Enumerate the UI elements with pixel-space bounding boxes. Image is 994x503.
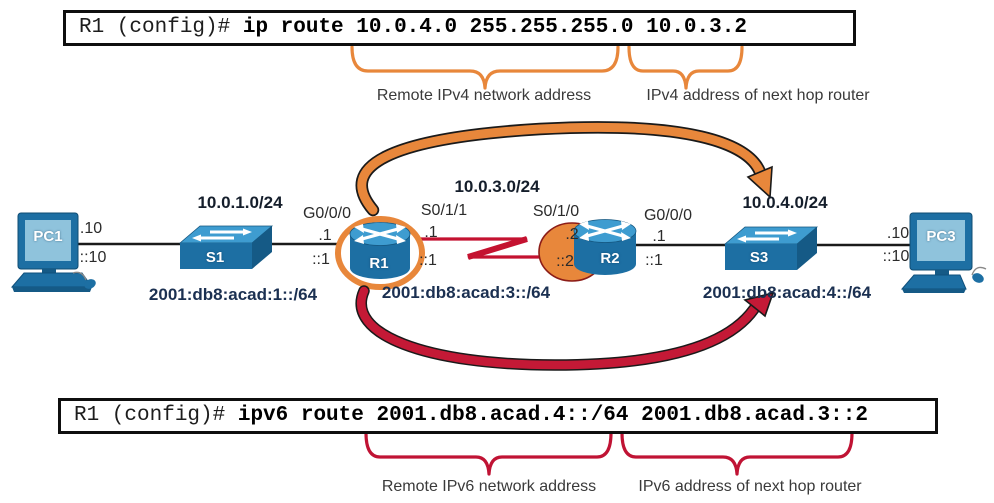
r1-name: R1 [369, 255, 389, 272]
r1-gig-ipv4: .1 [318, 227, 332, 244]
switch-s1-icon [178, 225, 274, 269]
r2-gig-interface-label: G0/0/0 [643, 207, 693, 224]
r1-gig-interface-label: G0/0/0 [302, 205, 352, 222]
serial-link-bolt [414, 236, 560, 260]
r1-serial-interface-label: S0/1/1 [420, 202, 468, 219]
ipv6-cli-command: ipv6 route 2001.db8.acad.4::/64 2001.db8… [237, 404, 868, 427]
r2-gig-ipv6: ::1 [645, 252, 663, 269]
r1-serial-ipv4: .1 [424, 224, 438, 241]
r2-serial-interface-label: S0/1/0 [532, 203, 580, 220]
ipv6-command-box: R1 (config)# ipv6 route 2001.db8.acad.4:… [58, 398, 938, 434]
ipv6-route-arrow [355, 285, 775, 371]
lan3-ipv6-network: 2001:db8:acad:4::/64 [702, 283, 872, 302]
s3-name: S3 [749, 249, 769, 266]
ipv6-network-brace [364, 431, 613, 476]
r1-gig-ipv6: ::1 [312, 251, 330, 268]
ipv6-next-hop-annotation: IPv6 address of next hop router [638, 478, 862, 495]
pc3-ipv6: ::10 [882, 248, 910, 265]
s1-name: S1 [205, 249, 225, 266]
ipv4-network-annotation: Remote IPv4 network address [376, 87, 592, 104]
ipv6-network-annotation: Remote IPv6 network address [381, 478, 597, 495]
pc1-ipv6: ::10 [79, 249, 107, 266]
ipv4-network-brace [350, 45, 620, 90]
ipv4-cli-command: ip route 10.0.4.0 255.255.255.0 10.0.3.2 [242, 16, 747, 39]
ipv4-next-hop-brace [627, 45, 744, 90]
pc3-icon [900, 212, 987, 293]
router-r2-icon [573, 219, 637, 275]
r2-serial-ipv6: ::2 [556, 253, 574, 270]
wan-ipv4-network: 10.0.3.0/24 [454, 177, 540, 196]
r2-name: R2 [600, 250, 620, 267]
wan-ipv6-network: 2001:db8:acad:3::/64 [381, 283, 551, 302]
ipv4-cli-prompt: R1 (config)# [79, 16, 231, 39]
lan1-ipv4-network: 10.0.1.0/24 [197, 193, 283, 212]
r1-serial-ipv6: ::1 [419, 252, 437, 269]
pc3-name: PC3 [926, 228, 956, 245]
switch-s3-icon [723, 226, 819, 270]
ipv6-next-hop-brace [620, 431, 854, 476]
pc1-name: PC1 [33, 228, 63, 245]
ipv4-route-arrow [355, 121, 773, 217]
lan1-ipv6-network: 2001:db8:acad:1::/64 [148, 285, 318, 304]
ipv4-command-box: R1 (config)# ip route 10.0.4.0 255.255.2… [63, 10, 856, 46]
pc3-ipv4: .10 [886, 225, 910, 242]
lan3-ipv4-network: 10.0.4.0/24 [742, 193, 828, 212]
router-r1-icon [335, 216, 425, 290]
r2-serial-ipv4: .2 [565, 226, 579, 243]
ipv6-cli-prompt: R1 (config)# [74, 404, 226, 427]
ipv4-next-hop-annotation: IPv4 address of next hop router [646, 87, 870, 104]
r2-gig-ipv4: .1 [652, 228, 666, 245]
pc1-ipv4: .10 [79, 220, 103, 237]
pc1-icon [10, 212, 96, 292]
